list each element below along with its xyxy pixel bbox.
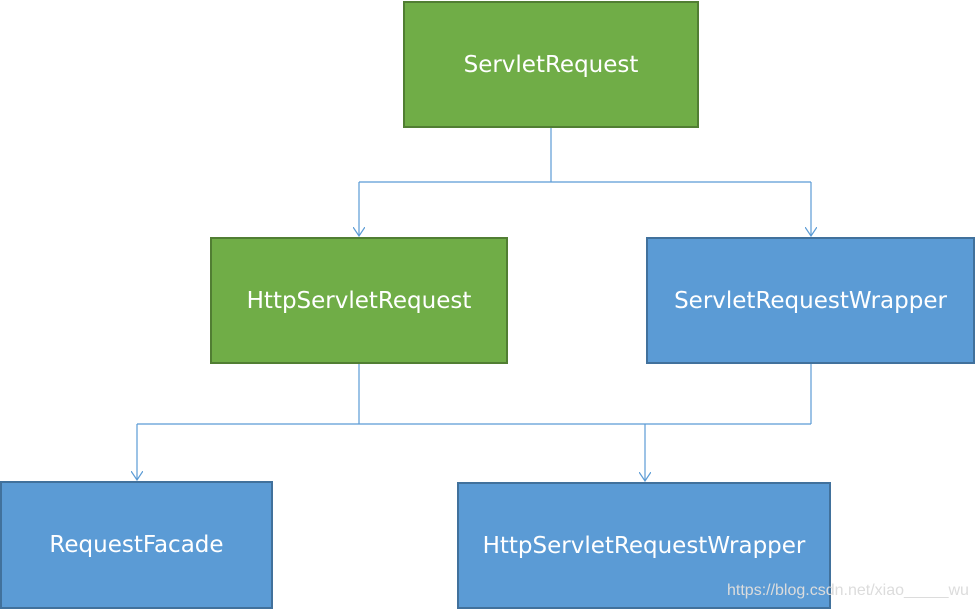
node-requestfacade-label: RequestFacade bbox=[49, 532, 224, 558]
node-servletrequestwrapper-label: ServletRequestWrapper bbox=[674, 287, 947, 314]
node-servletrequest-label: ServletRequest bbox=[463, 51, 639, 78]
node-servletrequestwrapper: ServletRequestWrapper bbox=[646, 237, 975, 364]
watermark-text: https://blog.csdn.net/xiao_____wu bbox=[727, 582, 969, 599]
node-httpservletrequest-label: HttpServletRequest bbox=[246, 287, 472, 314]
node-httpservletrequest: HttpServletRequest bbox=[210, 237, 508, 364]
node-requestfacade: RequestFacade bbox=[0, 481, 273, 609]
node-httpservletrequestwrapper-label: HttpServletRequestWrapper bbox=[482, 532, 806, 559]
node-servletrequest: ServletRequest bbox=[403, 1, 699, 128]
node-httpservletrequestwrapper: HttpServletRequestWrapper bbox=[457, 482, 831, 609]
